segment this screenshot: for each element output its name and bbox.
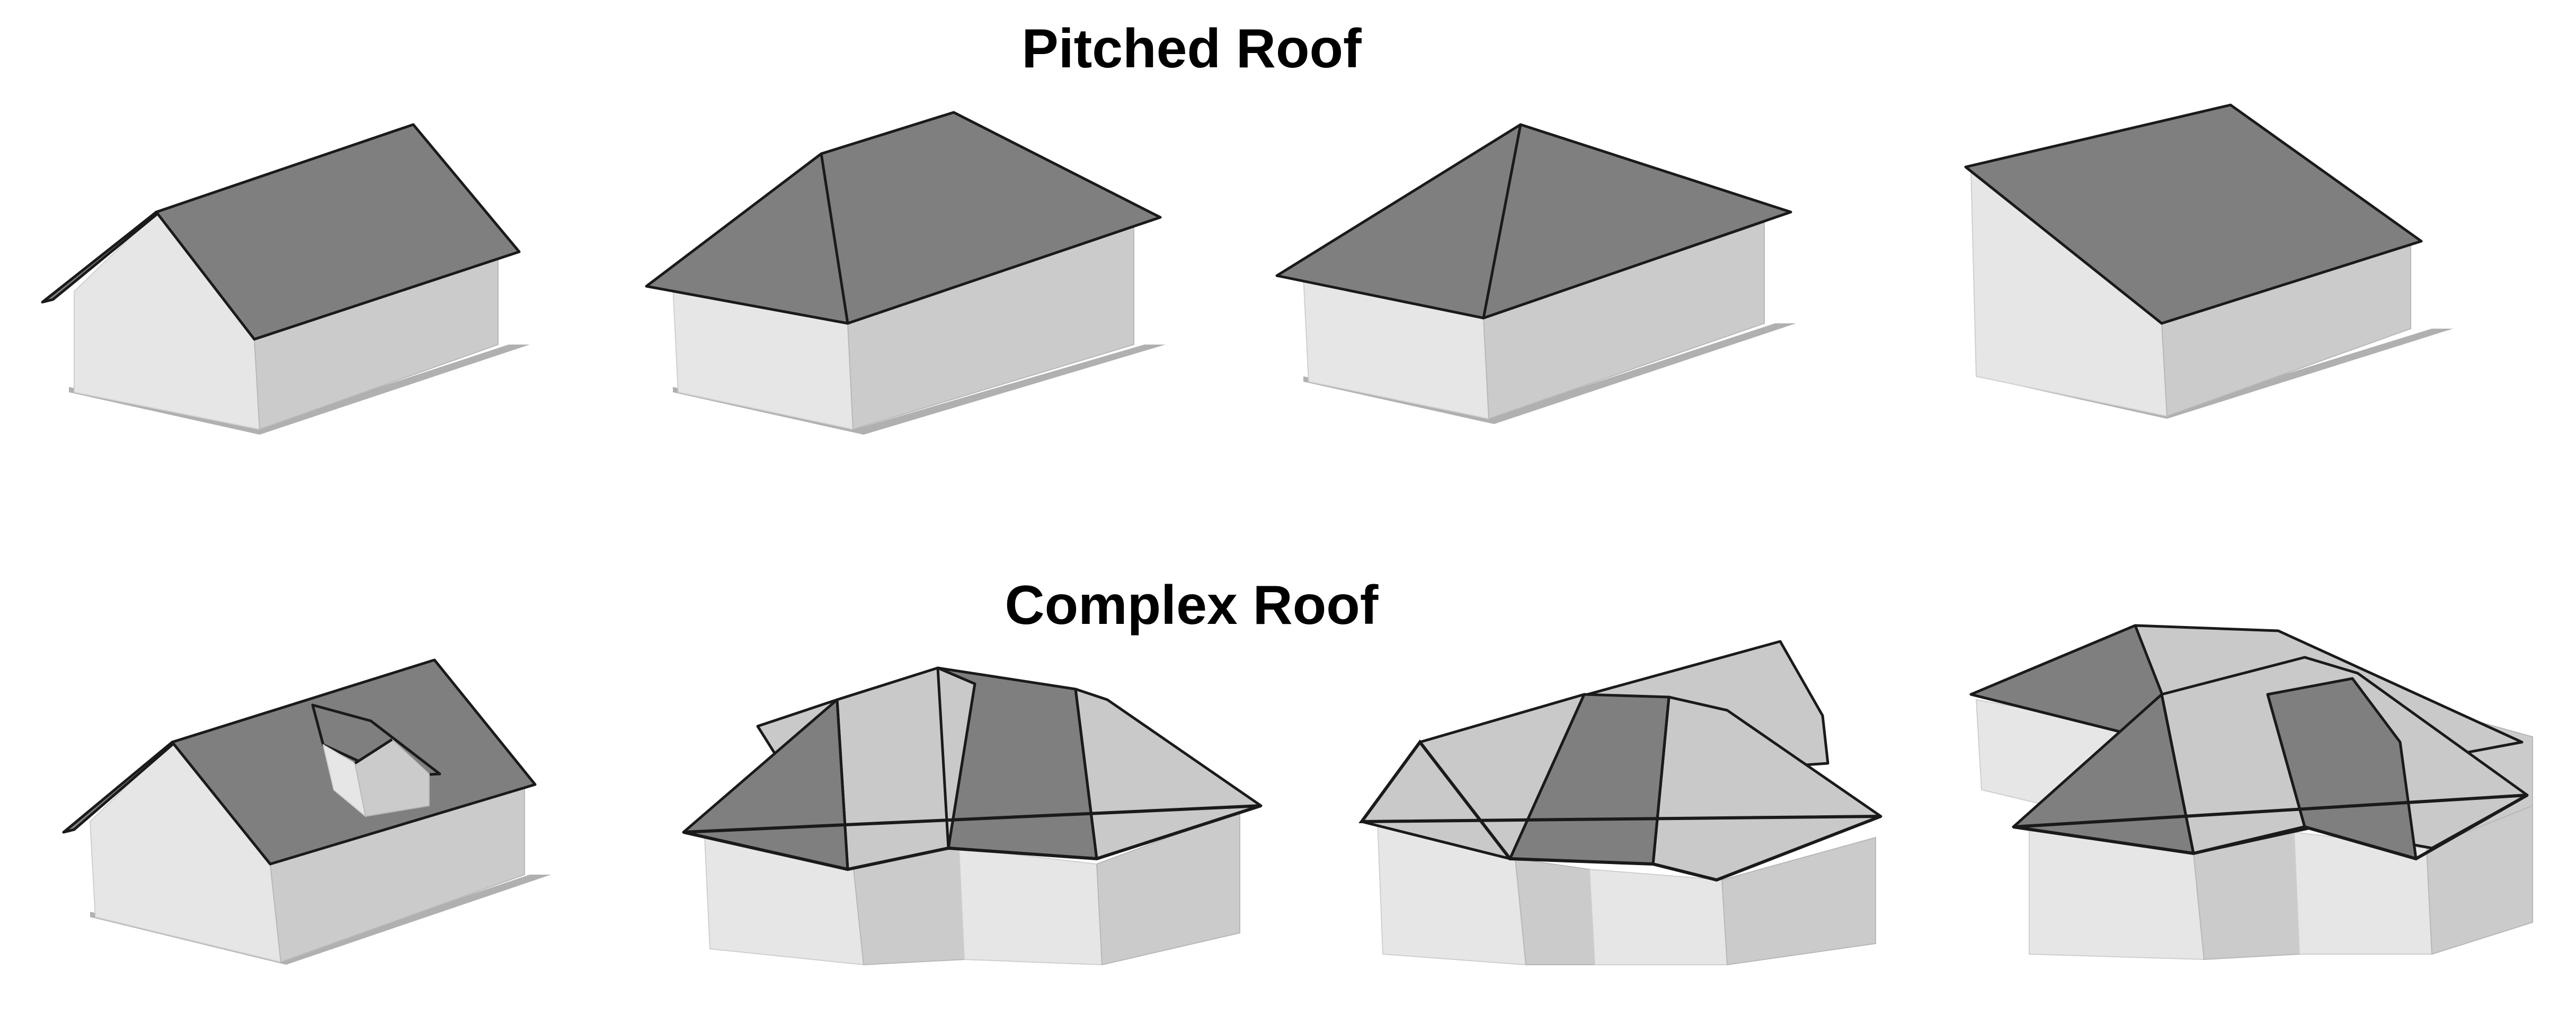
pitched-roof-heading: Pitched Roof	[1021, 18, 1362, 80]
l-shaped-hip-roof-illustration	[682, 666, 1263, 966]
hip-roof-house-illustration	[645, 111, 1166, 435]
gable-roof-house-illustration	[41, 123, 530, 435]
multi-wing-hip-roof-illustration	[1969, 624, 2533, 960]
complex-roof-heading: Complex Roof	[1005, 575, 1379, 636]
gable-roof-with-dormer-illustration	[62, 658, 551, 965]
pyramid-hip-roof-house-illustration	[1275, 123, 1796, 424]
cross-gable-hip-roof-illustration	[1358, 640, 1882, 966]
shed-roof-house-illustration	[1964, 103, 2453, 419]
